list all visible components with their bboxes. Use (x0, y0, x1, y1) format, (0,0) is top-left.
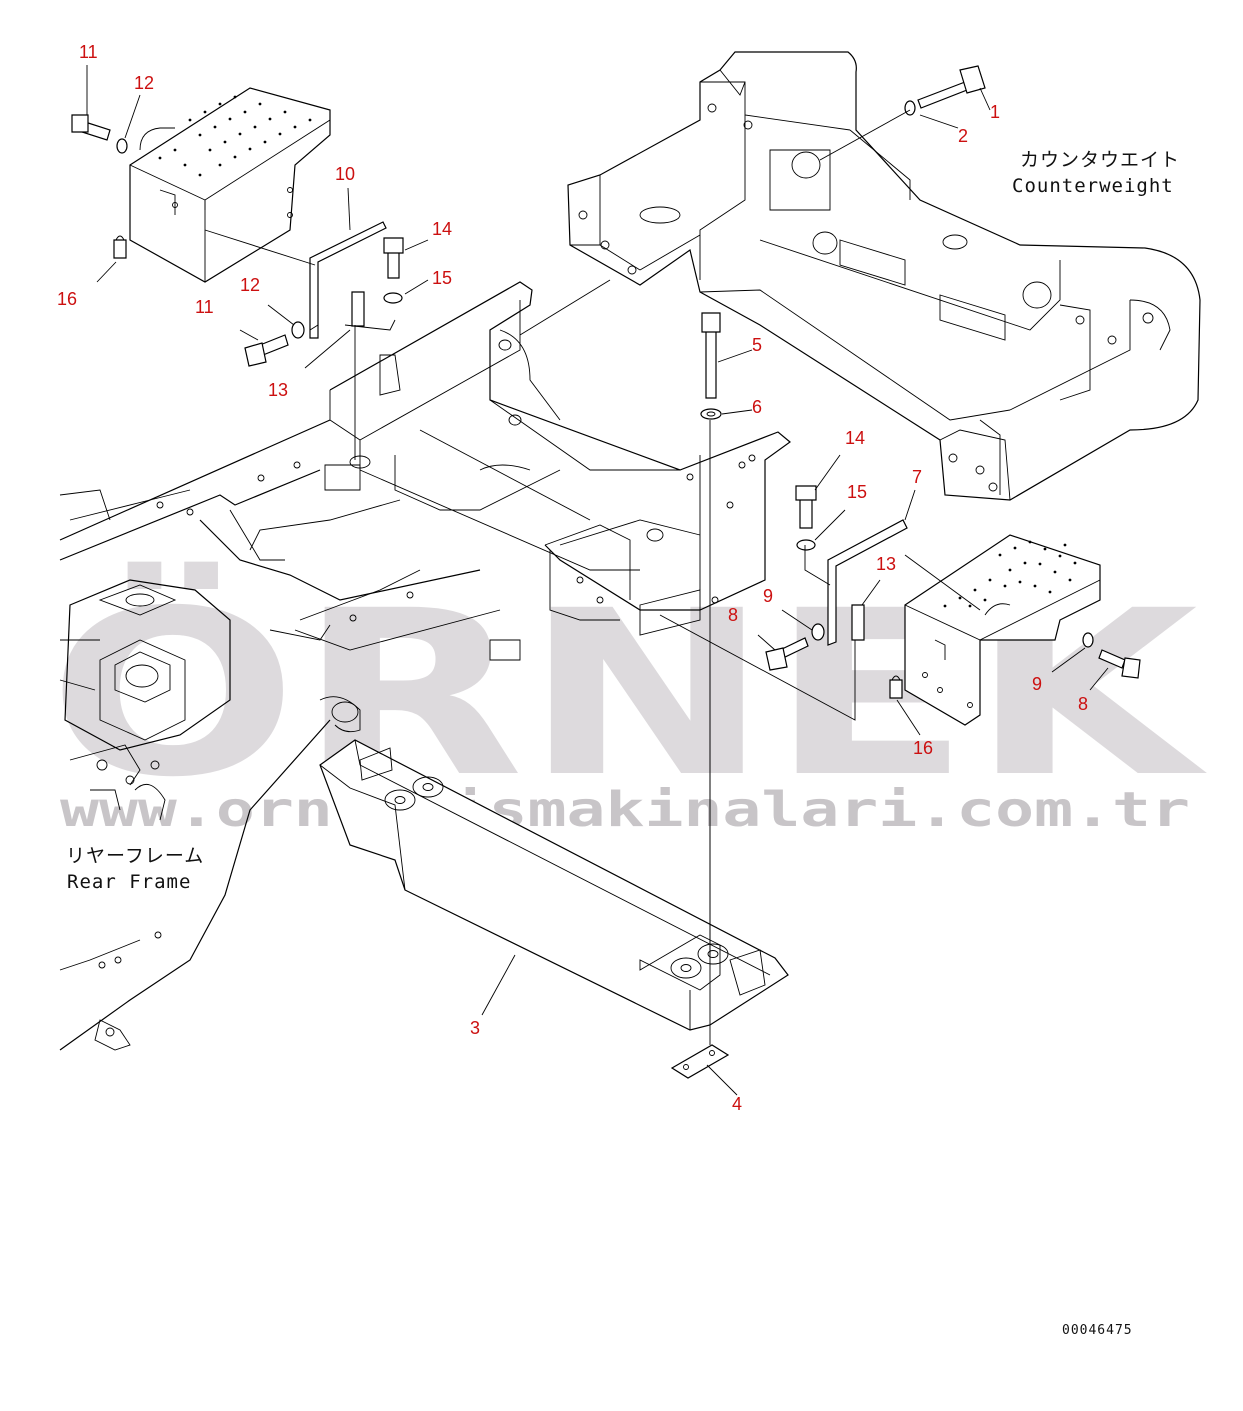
callout-6: 6 (752, 397, 762, 417)
callout-13-left: 13 (268, 380, 288, 400)
callout-16-left: 16 (57, 289, 77, 309)
left-machinery-drawing (59, 579, 361, 1051)
plate-part-3 (319, 739, 789, 1031)
assembly-lines (86, 65, 1109, 1096)
right-step-box (904, 534, 1101, 726)
left-step-box (129, 87, 331, 283)
callout-12-lower: 12 (240, 275, 260, 295)
callout-1: 1 (990, 102, 1000, 122)
counterweight-label-jp: カウンタウエイト (1020, 149, 1180, 171)
callout-12-upper: 12 (134, 73, 154, 93)
counterweight-label-en: Counterweight (1012, 175, 1174, 197)
callout-11-upper: 11 (79, 42, 98, 62)
callout-16-right: 16 (913, 738, 933, 758)
callout-11-lower: 11 (195, 297, 214, 317)
callout-13-right: 13 (876, 554, 896, 574)
labels: カウンタウエイト Counterweight リヤーフレーム Rear Fram… (66, 149, 1180, 1338)
watermark-url: www.orn ekismakinalari.com.tr (60, 782, 1190, 838)
callout-15-left: 15 (432, 268, 452, 288)
callout-3: 3 (470, 1018, 480, 1038)
callout-9-center: 9 (763, 586, 773, 606)
callout-4: 4 (732, 1094, 742, 1114)
shim-part-4 (670, 1044, 730, 1079)
counterweight-drawing (567, 51, 1201, 501)
drawing-code: 00046475 (1062, 1323, 1133, 1338)
callouts: 1 2 3 4 5 6 7 8 8 9 9 10 11 11 12 12 13 … (57, 42, 1088, 1114)
callout-9-right: 9 (1032, 674, 1042, 694)
rear-frame-label-en: Rear Frame (67, 871, 191, 893)
callout-8-right: 8 (1078, 694, 1088, 714)
callout-7: 7 (912, 467, 922, 487)
rear-frame-label-jp: リヤーフレーム (66, 845, 204, 867)
callout-14-right: 14 (845, 428, 865, 448)
callout-14-left: 14 (432, 219, 452, 239)
callout-2: 2 (958, 126, 968, 146)
callout-15-right: 15 (847, 482, 867, 502)
callout-5: 5 (752, 335, 762, 355)
rear-frame-drawing (59, 281, 791, 661)
callout-8-center: 8 (728, 605, 738, 625)
callout-10: 10 (335, 164, 355, 184)
fasteners (71, 65, 1141, 699)
